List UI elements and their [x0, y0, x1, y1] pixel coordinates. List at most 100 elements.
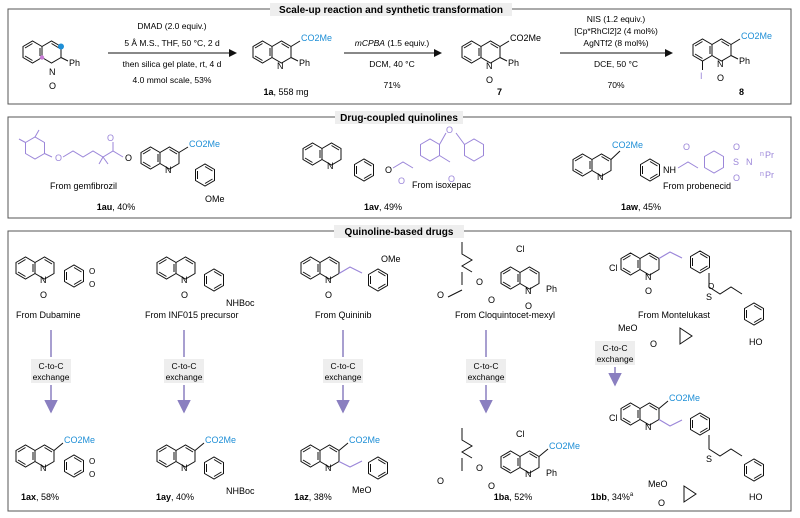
ether-o-label: O: [437, 476, 444, 486]
n-oxide-label: N: [181, 275, 188, 285]
compound-1ba: O O O Cl N O Ph From Cloquintocet-mexyl …: [437, 242, 580, 502]
ester-o-label: O: [476, 463, 483, 473]
cond1-line4: 4.0 mmol scale, 53%: [133, 75, 212, 85]
from-isoxepac-label: From isoxepac: [412, 180, 472, 190]
dioxole-o2: O: [89, 280, 95, 289]
o-minus-label: O: [486, 75, 493, 85]
product-8-id: 8: [739, 87, 744, 97]
exchange-box-3: [323, 359, 363, 383]
o-minus-label: O: [325, 290, 332, 300]
ester-o-label: O: [476, 277, 483, 287]
carbonyl-o-label: O: [650, 339, 657, 349]
ph-label: Ph: [508, 58, 519, 68]
n-label: N: [181, 463, 188, 473]
compound-1ax: N O O O From Dubamine C-to-C exchange N …: [15, 256, 95, 502]
exchange-line2: exchange: [166, 372, 203, 382]
cond1-line3: then silica gel plate, rt, 4 d: [123, 59, 222, 69]
exchange-box-4: [466, 359, 506, 383]
sulfonyl-o1-label: O: [733, 142, 740, 152]
s-label: S: [706, 292, 712, 302]
dioxole-o1: O: [89, 457, 95, 466]
compound-1au: O O O CO2Me N OMe From gemfibrozil 1au, …: [18, 129, 225, 212]
sulfonamide-n-label: N: [746, 157, 753, 167]
exchange-line1: C-to-C: [171, 361, 196, 371]
ester-o-label: O: [125, 153, 132, 163]
carbonyl-o-label: O: [488, 481, 495, 491]
cl-label: Cl: [516, 244, 525, 254]
exchange-box-2: [164, 359, 204, 383]
exchange-line2: exchange: [597, 354, 634, 364]
ph-label: Ph: [739, 56, 750, 66]
dioxole-o2: O: [89, 470, 95, 479]
scaleup-title: Scale-up reaction and synthetic transfor…: [279, 5, 503, 16]
drug-coupled-title: Drug-coupled quinolines: [340, 113, 458, 124]
co2me-label: CO2Me: [349, 435, 380, 445]
compound-1bb-caption: 1bb, 34%a: [591, 492, 634, 502]
cond2-reagent: mCPBA (1.5 equiv.): [355, 38, 430, 48]
co2me-label: CO2Me: [669, 393, 700, 403]
reactive-site-dot: [58, 43, 64, 50]
exchange-line2: exchange: [468, 372, 505, 382]
ketone-o-label: O: [448, 174, 455, 184]
product-1a: CO2Me Ph N: [252, 33, 332, 71]
quinoline-drugs-title-box: [334, 225, 464, 238]
cond3-line2: [Cp*RhCl2]2 (4 mol%): [574, 26, 658, 36]
ho-label: HO: [749, 492, 763, 502]
quinoline-drugs-title: Quinoline-based drugs: [345, 227, 454, 238]
exchange-line2: exchange: [33, 372, 70, 382]
carbonyl-o-label: O: [398, 176, 405, 186]
o-minus-label: O: [525, 301, 532, 311]
co2me-label: CO2Me: [301, 33, 332, 43]
npr-superscript-2: n: [760, 171, 764, 178]
exchange-line1: C-to-C: [38, 361, 63, 371]
compound-1aw: N CO2Me NH O S O O N n Pr n Pr From prob…: [572, 140, 774, 212]
from-quininib-label: From Quininib: [315, 310, 372, 320]
cond2-yield: 71%: [383, 80, 400, 90]
compound-1av: N O O O O From isoxepac 1av, 49%: [302, 125, 484, 212]
ome-label: OMe: [205, 194, 225, 204]
pr-label-2: Pr: [765, 170, 774, 180]
from-cloquintocet-label: From Cloquintocet-mexyl: [455, 310, 555, 320]
drug-coupled-panel: Drug-coupled quinolines O O O CO2Me N OM…: [7, 111, 792, 219]
meo-label: MeO: [352, 485, 372, 495]
exchange-line1: C-to-C: [473, 361, 498, 371]
nhboc-label: NHBoc: [226, 298, 255, 308]
from-inf015-label: From INF015 precursor: [145, 310, 239, 320]
ether-o-label: O: [437, 290, 444, 300]
cl-label: Cl: [609, 413, 618, 423]
exchange-line2: exchange: [325, 372, 362, 382]
compound-1ba-caption: 1ba, 52%: [494, 492, 533, 502]
ome-label: OMe: [381, 254, 401, 264]
o-minus-label: O: [717, 73, 724, 83]
from-montelukast-label: From Montelukast: [638, 310, 711, 320]
scaleup-panel: Scale-up reaction and synthetic transfor…: [7, 3, 792, 105]
exchange-line1: C-to-C: [330, 361, 355, 371]
n-label: N: [645, 422, 652, 432]
from-gemfibrozil-label: From gemfibrozil: [50, 181, 117, 191]
exchange-box-1: [31, 359, 71, 383]
n-label: N: [327, 161, 334, 171]
co2me-label: CO2Me: [741, 31, 772, 41]
compound-1ax-caption: 1ax, 58%: [21, 492, 59, 502]
npr-superscript-1: n: [760, 151, 764, 158]
starting-material: Ph N O: [22, 40, 80, 91]
n-oxide-label: N: [645, 272, 652, 282]
n-label: N: [277, 61, 284, 71]
carbonyl-o-label: O: [488, 295, 495, 305]
product-1a-caption: 1a, 558 mg: [263, 87, 308, 97]
quinoline-drugs-border: [7, 230, 792, 512]
compound-1au-caption: 1au, 40%: [97, 202, 136, 212]
compound-1aw-caption: 1aw, 45%: [621, 202, 661, 212]
co2me-label: CO2Me: [64, 435, 95, 445]
cond3-line3: AgNTf2 (8 mol%): [583, 38, 648, 48]
o-minus-label: O: [181, 290, 188, 300]
sulfonyl-o-label: O: [708, 282, 714, 291]
compound-1az: N O OMe From Quininib C-to-C exchange N …: [294, 254, 400, 502]
ph-label: Ph: [546, 468, 557, 478]
n-oxide-label: N: [486, 61, 493, 71]
n-oxide-label: N: [325, 275, 332, 285]
n-label: N: [525, 469, 532, 479]
oxepine-o-label: O: [446, 125, 453, 135]
o-minus-label: O: [645, 286, 652, 296]
